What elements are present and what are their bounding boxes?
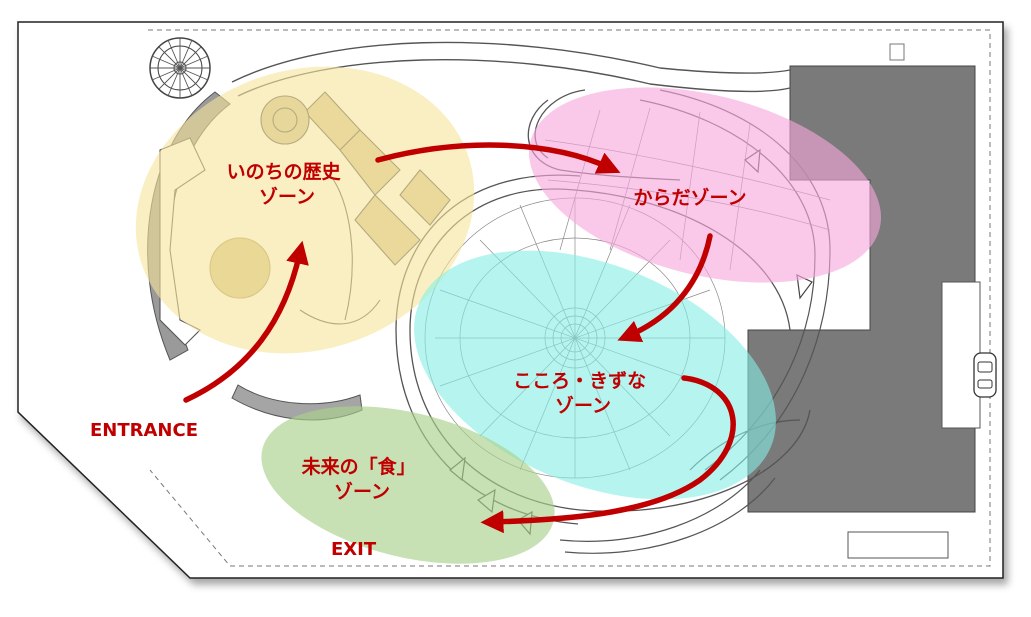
right-annex bbox=[941, 281, 981, 429]
car-icon bbox=[973, 352, 997, 398]
zone-mind-area bbox=[414, 250, 776, 500]
spiral-stair-icon bbox=[149, 37, 211, 99]
zone-history-area bbox=[135, 66, 475, 354]
arrow-history-to-body bbox=[375, 142, 621, 174]
zone-body-area bbox=[528, 87, 882, 283]
exit-label: EXIT bbox=[331, 539, 377, 560]
zone-label-history: いのちの歴史 ゾーン bbox=[227, 161, 348, 208]
zone-label-food: 未来の「食」 ゾーン bbox=[301, 455, 423, 503]
parking-box bbox=[847, 531, 949, 559]
entrance-label: ENTRANCE bbox=[90, 420, 198, 441]
outer-arc-wall bbox=[231, 41, 661, 83]
zone-label-mind: こころ・きずな ゾーン bbox=[513, 370, 653, 417]
zone-label-body: からだゾーン bbox=[633, 187, 746, 209]
arrow-entrance-to-history bbox=[183, 240, 309, 403]
inner-boundary-dashed bbox=[148, 29, 991, 567]
arrow-body-to-mind bbox=[617, 233, 713, 343]
arrow-mind-to-exit bbox=[480, 375, 736, 534]
